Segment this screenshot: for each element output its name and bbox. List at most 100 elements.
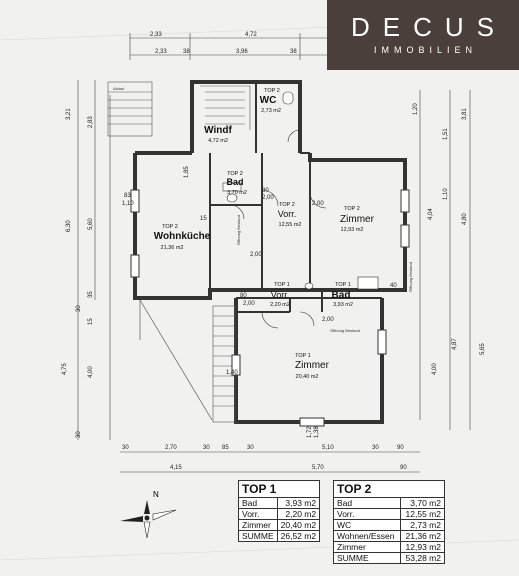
dim-right-3: 3,81 bbox=[462, 108, 468, 120]
room-bad2-top: TOP 2 bbox=[227, 171, 243, 177]
row-label: Vorr. bbox=[238, 508, 278, 520]
room-windf-name: Windf bbox=[204, 125, 232, 136]
dim-right-7: 4,00 bbox=[432, 363, 438, 375]
opening-dim-14: 1,72 bbox=[307, 426, 313, 438]
dim-left-7: 15 bbox=[88, 318, 94, 325]
lower-stairs bbox=[212, 305, 236, 423]
windows bbox=[130, 189, 410, 427]
note-opening-2: Öffnung Bestand bbox=[330, 328, 360, 333]
opening-dim-4: 2,00 bbox=[262, 195, 274, 201]
dim-top-6: 38 bbox=[290, 49, 297, 55]
left-dimension-lines bbox=[77, 80, 111, 440]
room-vorr2-name: Vorr. bbox=[278, 209, 297, 219]
opening-dim-13: 40 bbox=[390, 283, 397, 289]
total-label: SUMME bbox=[238, 530, 278, 542]
note-opening-3: Öffnung Bestand bbox=[408, 262, 413, 292]
note-opening-1: Öffnung Bestand bbox=[236, 215, 241, 245]
dim-top-5: 3,96 bbox=[236, 49, 248, 55]
room-vorr1-name: Vorr. bbox=[271, 290, 290, 300]
top-dimension-lines bbox=[129, 33, 330, 60]
walls bbox=[133, 80, 407, 424]
total-value: 53,28 m2 bbox=[399, 552, 446, 564]
brand-name: DECUS bbox=[350, 12, 507, 42]
brand-logo: DECUS IMMOBILIEN bbox=[327, 0, 519, 70]
room-vorr1-area: 2,20 m2 bbox=[270, 302, 290, 308]
dim-bottom-4: 85 bbox=[222, 445, 229, 451]
dim-bottom-3: 30 bbox=[203, 445, 210, 451]
dim-top-1: 2,33 bbox=[150, 32, 162, 38]
dim-left-1: 3,21 bbox=[66, 108, 72, 120]
opening-dim-3: 80 bbox=[262, 188, 269, 194]
dim-left-8: 4,00 bbox=[88, 366, 94, 378]
table-title: TOP 1 bbox=[237, 480, 321, 498]
compass-north-label: N bbox=[153, 490, 159, 499]
room-zimmer1-top: TOP 1 bbox=[295, 353, 311, 359]
bottom-dimension-lines bbox=[120, 451, 420, 473]
dim-top-4: 38 bbox=[183, 49, 190, 55]
dim-left-2: 2,83 bbox=[88, 116, 94, 128]
room-wc-top: TOP 2 bbox=[264, 88, 280, 94]
opening-dim-9: 1,40 bbox=[226, 370, 238, 376]
dim-right-6: 4,80 bbox=[462, 213, 468, 225]
row-label: Zimmer bbox=[238, 519, 278, 531]
room-wc-name: WC bbox=[260, 95, 277, 106]
room-zimmer1-area: 20,40 m2 bbox=[296, 374, 319, 380]
row-value: 20,40 m2 bbox=[276, 519, 321, 531]
doors bbox=[229, 129, 327, 329]
dim-left-10: 30 bbox=[76, 431, 82, 438]
dim-top-2: 4,72 bbox=[245, 32, 257, 38]
dim-bottom-1: 30 bbox=[122, 445, 129, 451]
fixtures bbox=[222, 91, 379, 290]
opening-dim-15: 1,38 bbox=[314, 426, 320, 438]
dim-left-4: 5,60 bbox=[88, 218, 94, 230]
room-zimmer2-top: TOP 2 bbox=[344, 206, 360, 212]
opening-dim-11: 80 bbox=[240, 293, 247, 299]
dim-left-6: 30 bbox=[76, 305, 82, 312]
room-bad1-name: Bad bbox=[332, 290, 351, 301]
dim-bottom-11: 90 bbox=[400, 465, 407, 471]
dim-right-2: 1,51 bbox=[443, 128, 449, 140]
opening-dim-1: 83 bbox=[124, 193, 131, 199]
opening-dim-6: 2,00 bbox=[250, 252, 262, 258]
exterior-stairs bbox=[107, 81, 153, 137]
room-vorr2-area: 12,55 m2 bbox=[279, 222, 302, 228]
room-zimmer1-name: Zimmer bbox=[295, 360, 330, 371]
row-label: Bad bbox=[333, 497, 401, 509]
row-value: 3,70 m2 bbox=[399, 497, 446, 509]
row-value: 3,93 m2 bbox=[276, 497, 321, 509]
compass-icon: N bbox=[120, 490, 177, 539]
table-row: Vorr.12,55 m2 bbox=[333, 508, 446, 520]
room-bad1-top: TOP 1 bbox=[335, 282, 351, 288]
opening-dim-10: 2,00 bbox=[243, 301, 255, 307]
row-value: 12,55 m2 bbox=[399, 508, 446, 520]
note-drain: Ablauf bbox=[113, 86, 125, 91]
total-label: SUMME bbox=[333, 552, 401, 564]
interior-stairs bbox=[200, 85, 251, 130]
dim-bottom-10: 5,70 bbox=[312, 465, 324, 471]
room-bad1-area: 3,93 m2 bbox=[333, 302, 353, 308]
dim-bottom-8: 90 bbox=[397, 445, 404, 451]
room-wohnkueche-area: 21,36 m2 bbox=[161, 245, 184, 251]
room-vorr1-top: TOP 1 bbox=[274, 282, 290, 288]
row-label: Vorr. bbox=[333, 508, 401, 520]
dim-right-1: 1,20 bbox=[413, 103, 419, 115]
right-dimension-lines bbox=[419, 90, 471, 430]
room-zimmer2-area: 12,93 m2 bbox=[341, 227, 364, 233]
opening-dim-8: 1,85 bbox=[184, 166, 190, 178]
table-row: Vorr.2,20 m2 bbox=[238, 508, 321, 520]
row-label: Bad bbox=[238, 497, 278, 509]
row-value: 2,20 m2 bbox=[276, 508, 321, 520]
dim-top-3: 2,33 bbox=[155, 49, 167, 55]
row-value: 21,36 m2 bbox=[399, 530, 446, 542]
row-label: Zimmer bbox=[333, 541, 401, 553]
